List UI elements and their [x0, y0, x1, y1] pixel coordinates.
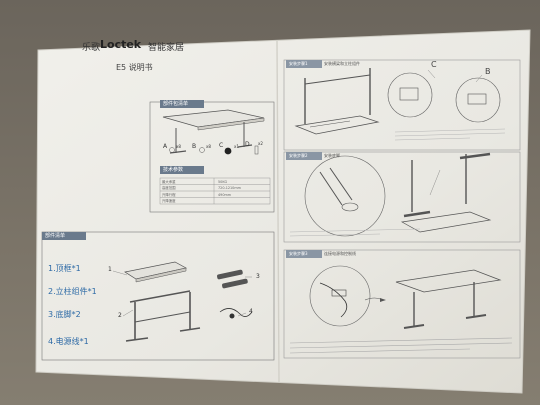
- part-qty-b: x8: [206, 144, 211, 149]
- brand-tagline: 智能家居: [148, 43, 185, 53]
- part-qty-c: x1: [234, 144, 239, 149]
- diagram-number-3: 3: [256, 273, 260, 280]
- section-parts-check: 部件包清单: [163, 101, 189, 107]
- step3-caption: 连接电源和控制线: [324, 251, 356, 256]
- parts-list-item-2: 2.立柱组件*1: [48, 287, 97, 296]
- section-parts-list: 部件清单: [45, 233, 66, 239]
- spec-label-1: 最大承重: [162, 179, 176, 184]
- step1-callout-c: C: [431, 60, 437, 69]
- step1-callout-b: B: [485, 67, 491, 76]
- spec-value-1: 50KG: [218, 179, 228, 184]
- section-step2: 安装步骤2: [289, 153, 308, 158]
- diagram-number-1: 1: [108, 266, 112, 273]
- parts-list-item-4: 4.电源线*1: [48, 337, 89, 346]
- spec-value-3: 490mm: [218, 192, 232, 197]
- part-letter-a: A: [163, 143, 168, 150]
- spec-label-4: 升降速度: [162, 199, 176, 203]
- part-letter-d: D: [245, 141, 250, 148]
- parts-list-item-1: 1.顶框*1: [48, 264, 81, 273]
- spec-label-2: 高度范围: [162, 186, 176, 190]
- part-letter-c: C: [219, 142, 224, 149]
- brand-cn: 乐歌: [82, 43, 101, 53]
- part-qty-a: x8: [176, 144, 181, 149]
- part-qty-d: x2: [258, 141, 263, 146]
- parts-list-item-3: 3.底脚*2: [48, 310, 81, 319]
- section-tech-params: 技术参数: [163, 167, 184, 173]
- section-step3: 安装步骤3: [289, 251, 308, 256]
- part-letter-b: B: [192, 143, 197, 150]
- diagram-number-4: 4: [249, 308, 253, 315]
- spec-value-2: 720-1210mm: [218, 186, 241, 190]
- brand-logo: Loctek: [100, 38, 142, 51]
- spec-label-3: 升降行程: [162, 192, 176, 197]
- manual-title: E5 说明书: [116, 63, 153, 72]
- step1-caption: 安装横梁和立柱组件: [324, 61, 360, 66]
- step2-caption: 安装底脚: [324, 153, 340, 158]
- diagram-number-2: 2: [118, 312, 122, 319]
- section-step1: 安装步骤1: [289, 61, 308, 66]
